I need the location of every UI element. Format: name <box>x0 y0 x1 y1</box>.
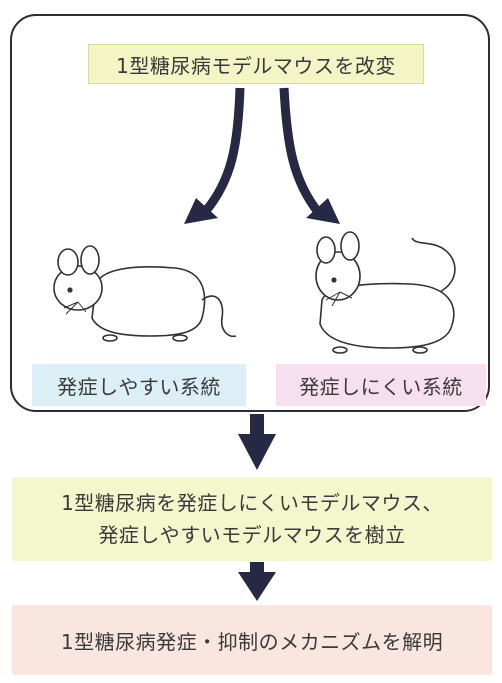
result-box: 1型糖尿病を発症しにくいモデルマウス、 発症しやすいモデルマウスを樹立 <box>12 477 492 561</box>
down-arrow-1 <box>238 414 276 470</box>
goal-box: 1型糖尿病発症・抑制のメカニズムを解明 <box>12 605 492 675</box>
split-arrow-left <box>184 87 245 224</box>
resistant-strain-label: 発症しにくい系統 <box>276 364 486 406</box>
resistant-mouse-icon <box>315 231 456 354</box>
prone-strain-label: 発症しやすい系統 <box>32 364 246 406</box>
result-line-1: 1型糖尿病を発症しにくいモデルマウス、 <box>61 491 443 515</box>
source-model-label: 1型糖尿病モデルマウスを改変 <box>88 44 424 84</box>
prone-mouse-icon <box>53 245 237 342</box>
down-arrow-2 <box>238 562 276 601</box>
split-arrow-right <box>279 87 340 224</box>
result-line-2: 発症しやすいモデルマウスを樹立 <box>98 523 406 547</box>
